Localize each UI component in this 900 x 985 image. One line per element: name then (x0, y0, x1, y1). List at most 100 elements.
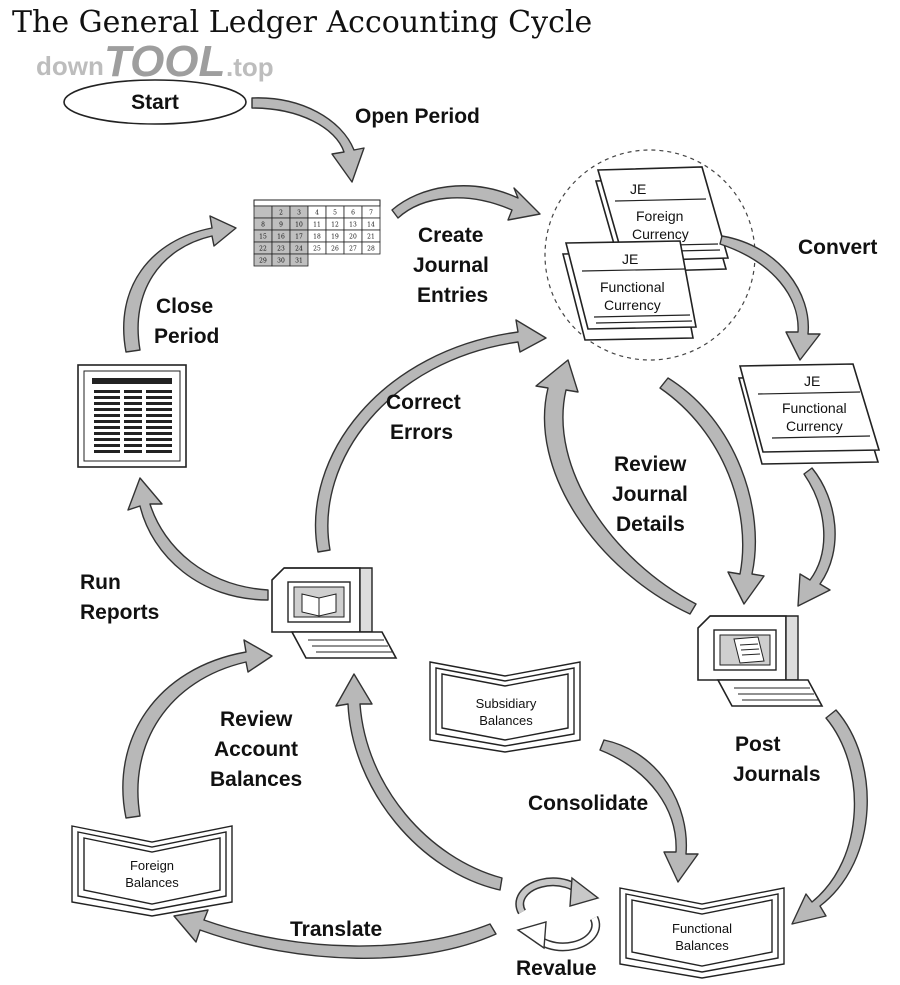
calendar-day: 3 (297, 210, 301, 217)
report-line (146, 432, 172, 435)
report-line (94, 432, 120, 435)
label-post-1: Post (735, 733, 781, 756)
report-line (124, 408, 142, 411)
calendar-day: 23 (277, 246, 285, 253)
svg-text:Functional: Functional (782, 400, 847, 416)
svg-text:JE: JE (804, 373, 820, 389)
label-correct-2: Errors (390, 421, 453, 444)
label-post-2: Journals (733, 763, 821, 786)
report-line (124, 396, 142, 399)
report-line (124, 390, 142, 393)
report-line (146, 438, 172, 441)
svg-text:Balances: Balances (125, 875, 179, 890)
label-convert: Convert (798, 236, 877, 259)
label-create-2: Journal (413, 254, 489, 277)
cycle-arrows (122, 97, 868, 959)
journal-entries-group: JE Foreign Currency JE Functional Curren… (544, 149, 756, 361)
report-header-bar (92, 378, 172, 384)
label-review-ab-1: Review (220, 708, 293, 731)
calendar-day: 12 (331, 222, 339, 229)
svg-text:Balances: Balances (675, 938, 729, 953)
calendar-day: 6 (351, 210, 355, 217)
svg-text:Functional: Functional (672, 921, 732, 936)
report-line (124, 450, 142, 453)
calendar-day: 29 (259, 258, 267, 265)
report-line (94, 390, 120, 393)
label-review-ab-3: Balances (210, 768, 302, 791)
report-line (146, 444, 172, 447)
svg-text:down: down (36, 51, 104, 81)
svg-text:JE: JE (622, 251, 638, 267)
report-line (146, 402, 172, 405)
je-converted-document: JE Functional Currency (737, 363, 881, 465)
label-create-1: Create (418, 224, 483, 247)
calendar-cell (289, 253, 309, 267)
report-line (124, 438, 142, 441)
calendar-cell (361, 241, 381, 255)
label-translate: Translate (290, 918, 382, 941)
label-review-jd-1: Review (614, 453, 687, 476)
calendar-day: 30 (277, 258, 285, 265)
calendar-day: 20 (349, 234, 357, 241)
calendar-day: 19 (331, 234, 339, 241)
report-line (94, 402, 120, 405)
calendar-day: 25 (313, 246, 321, 253)
calendar-day: 26 (331, 246, 339, 253)
report-line (146, 390, 172, 393)
label-review-jd-2: Journal (612, 483, 688, 506)
report-line (94, 444, 120, 447)
report-document (77, 364, 187, 468)
calendar-day: 5 (333, 210, 337, 217)
calendar-day: 7 (369, 210, 373, 217)
calendar-day: 17 (295, 234, 303, 241)
svg-text:Foreign: Foreign (636, 208, 683, 224)
report-line (146, 426, 172, 429)
report-line (146, 396, 172, 399)
foreign-balances-book: Foreign Balances (71, 825, 233, 917)
calendar-day: 16 (277, 234, 285, 241)
label-close-2: Period (154, 325, 219, 348)
label-correct-1: Correct (386, 391, 461, 414)
label-close-1: Close (156, 295, 213, 318)
calendar-day: 21 (367, 234, 375, 241)
calendar-day: 11 (313, 222, 321, 229)
start-node: Start (63, 79, 247, 125)
report-line (124, 444, 142, 447)
calendar-cell (253, 205, 273, 219)
calendar-day: 10 (295, 222, 303, 229)
report-line (124, 420, 142, 423)
svg-text:Start: Start (131, 91, 179, 114)
calendar-day: 15 (259, 234, 267, 241)
step-labels: Open Period Create Journal Entries Conve… (80, 105, 877, 980)
report-line (124, 414, 142, 417)
subsidiary-balances-book: Subsidiary Balances (429, 661, 581, 753)
calendar-day: 28 (367, 246, 375, 253)
label-review-jd-3: Details (616, 513, 685, 536)
svg-text:Balances: Balances (479, 713, 533, 728)
report-line (146, 420, 172, 423)
post-computer (697, 615, 824, 707)
report-line (94, 396, 120, 399)
watermark-logo: down TOOL .top (36, 37, 274, 86)
calendar-day: 27 (349, 246, 357, 253)
report-line (146, 408, 172, 411)
label-revalue: Revalue (516, 957, 597, 980)
label-create-3: Entries (417, 284, 488, 307)
page-title: The General Ledger Accounting Cycle (12, 5, 592, 40)
je-functional-currency-document: JE Functional Currency (561, 240, 697, 341)
svg-text:JE: JE (630, 181, 646, 197)
svg-text:Subsidiary: Subsidiary (476, 696, 537, 711)
svg-text:.top: .top (226, 52, 274, 82)
report-line (94, 414, 120, 417)
report-line (94, 408, 120, 411)
revalue-cycle-icon (515, 876, 601, 952)
calendar-day: 14 (367, 222, 375, 229)
label-run-1: Run (80, 571, 121, 594)
label-review-ab-2: Account (214, 738, 298, 761)
report-line (94, 438, 120, 441)
label-open-period: Open Period (355, 105, 480, 128)
calendar-day: 31 (295, 258, 303, 265)
svg-text:Currency: Currency (604, 297, 661, 313)
